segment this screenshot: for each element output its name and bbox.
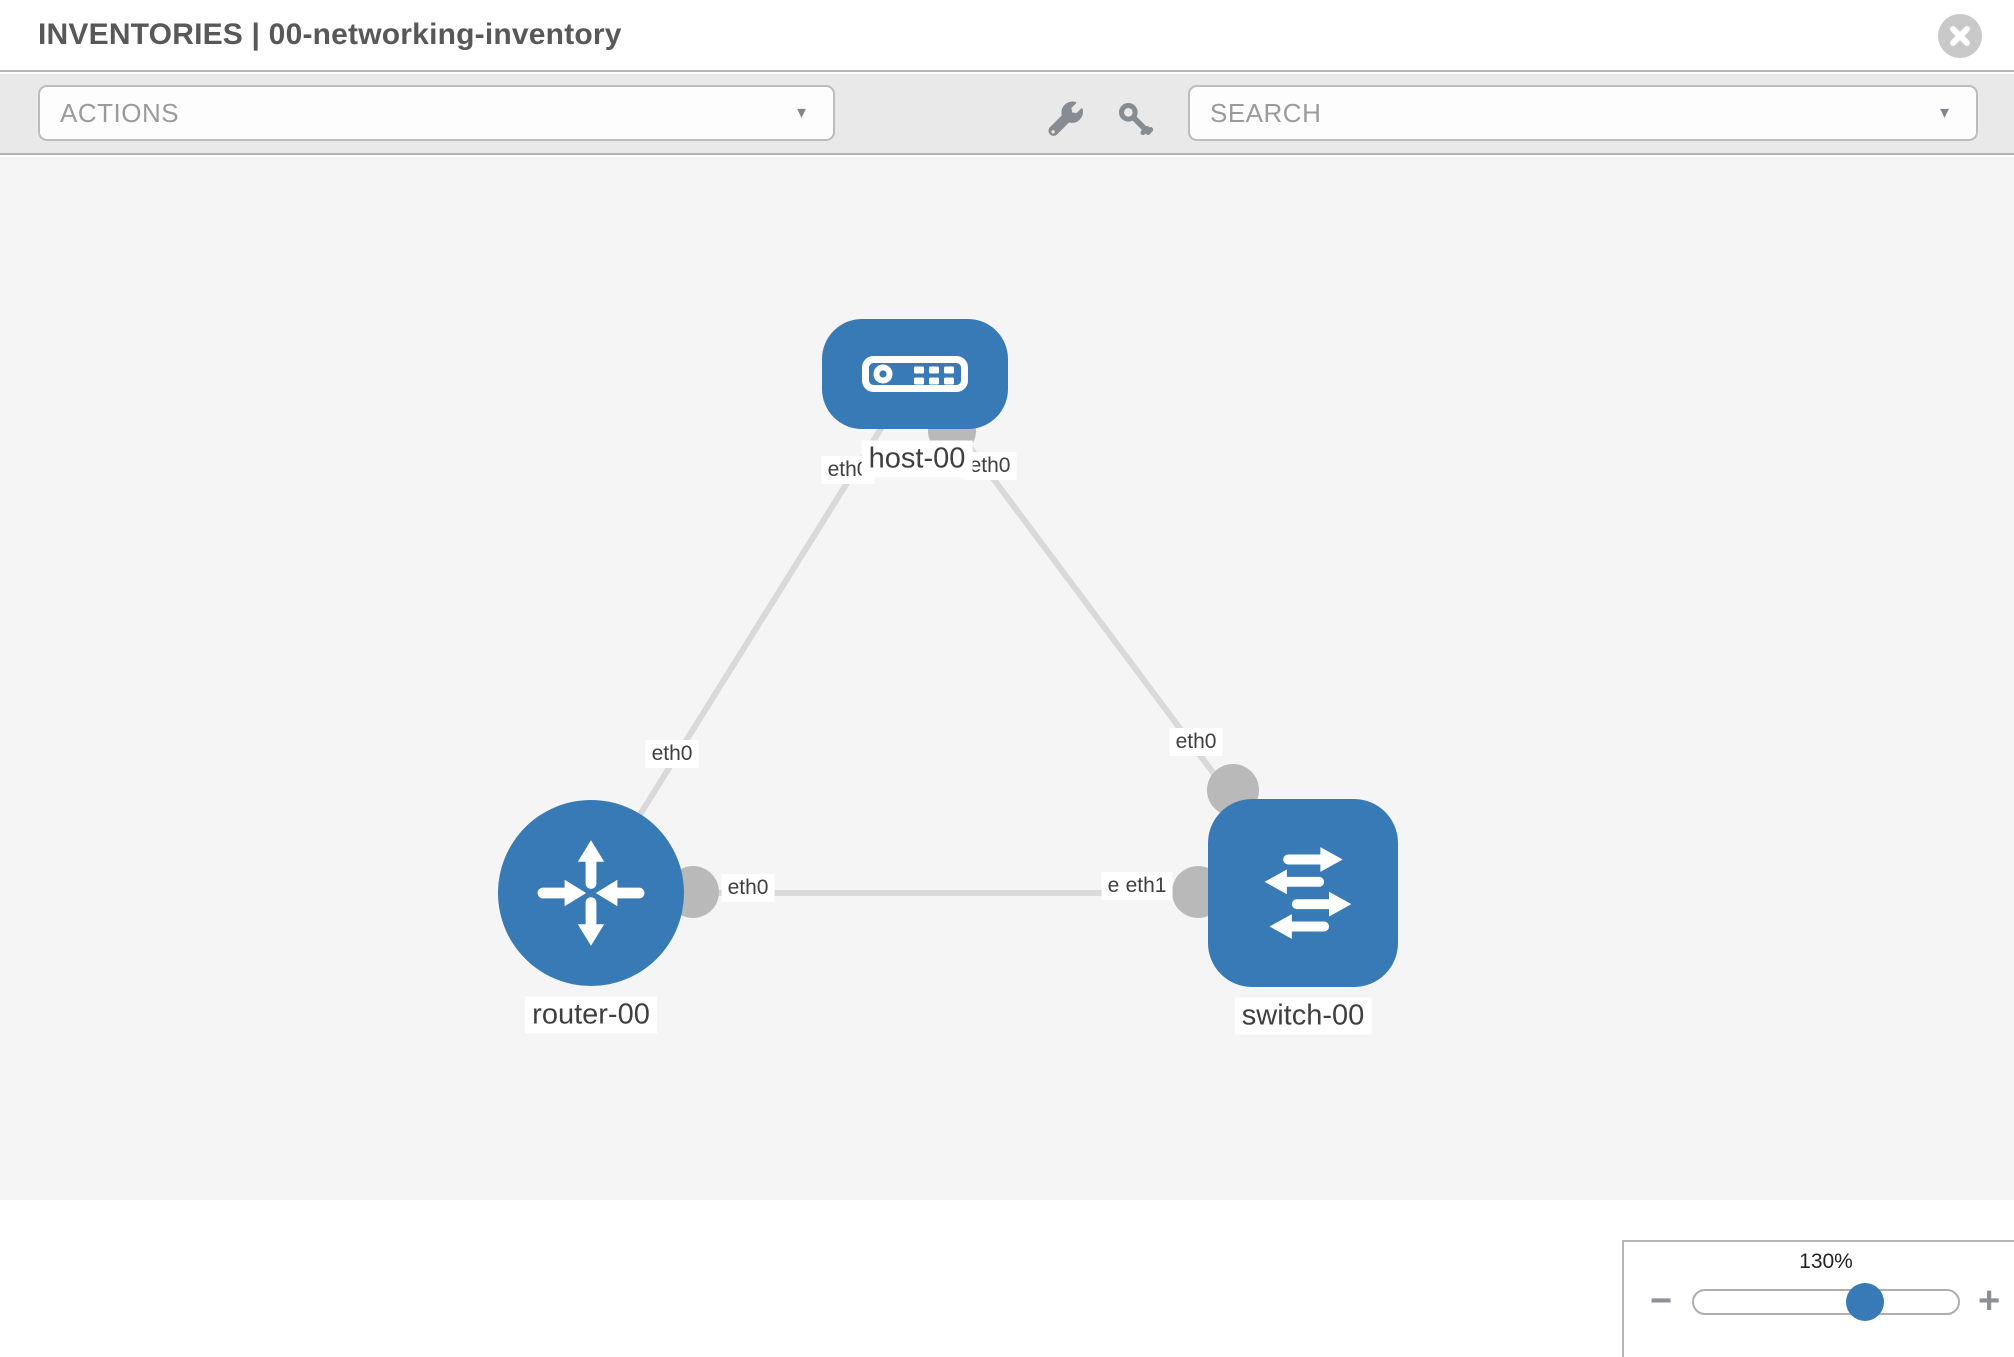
- router-icon: [537, 840, 645, 946]
- node-router-00[interactable]: [498, 800, 684, 986]
- wrench-icon[interactable]: [1045, 100, 1085, 140]
- key-icon[interactable]: [1116, 100, 1156, 140]
- iface-label-switch-eth1: eth1: [1119, 872, 1173, 900]
- interface-endpoints: [667, 407, 1259, 918]
- node-switch-00[interactable]: [1208, 799, 1398, 987]
- zoom-out-button[interactable]: −: [1650, 1280, 1673, 1322]
- page-title: INVENTORIES | 00-networking-inventory: [38, 18, 622, 51]
- topology-canvas[interactable]: host-00 router-00 switch-00 eth0 eth0 et…: [0, 157, 2014, 1357]
- zoom-level-value: 130%: [1799, 1250, 1853, 1273]
- host-icon: [862, 356, 968, 392]
- zoom-control-panel: 130% − +: [1622, 1240, 2014, 1357]
- node-label-host-00[interactable]: host-00: [861, 440, 973, 478]
- actions-dropdown[interactable]: ACTIONS ▼: [38, 85, 835, 141]
- actions-dropdown-label: ACTIONS: [60, 97, 180, 128]
- search-dropdown[interactable]: SEARCH ▼: [1188, 85, 1978, 141]
- iface-label-switch-eth0: eth0: [1169, 728, 1223, 756]
- chevron-down-icon: ▼: [794, 104, 809, 122]
- zoom-slider-track[interactable]: [1692, 1289, 1960, 1315]
- iface-label-router-eth0-up: eth0: [645, 740, 699, 768]
- links-layer: [588, 372, 1306, 918]
- zoom-in-button[interactable]: +: [1978, 1280, 2001, 1322]
- zoom-slider-knob[interactable]: [1846, 1283, 1884, 1321]
- chevron-down-icon: ▼: [1937, 104, 1952, 122]
- toolbar: ACTIONS ▼ SEARCH ▼: [0, 74, 2014, 155]
- page-header: INVENTORIES | 00-networking-inventory: [0, 0, 2014, 72]
- node-label-switch-00[interactable]: switch-00: [1234, 997, 1372, 1035]
- close-button[interactable]: [1938, 14, 1982, 58]
- iface-label-router-eth0: eth0: [721, 874, 775, 902]
- switch-icon: [1264, 847, 1352, 939]
- search-dropdown-label: SEARCH: [1210, 97, 1322, 128]
- node-label-router-00[interactable]: router-00: [525, 996, 657, 1034]
- node-host-00[interactable]: [822, 319, 1008, 429]
- close-icon: [1950, 26, 1970, 46]
- iface-label-host-eth0-right: eth0: [963, 452, 1017, 480]
